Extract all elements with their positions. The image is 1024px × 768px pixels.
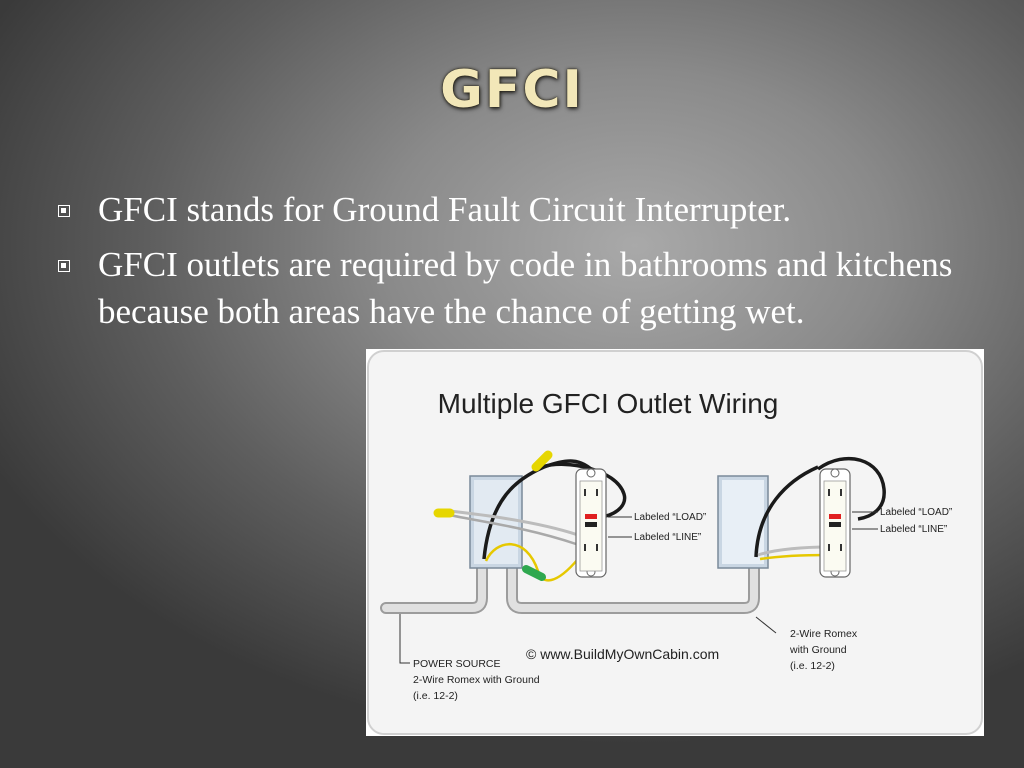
diagram-title: Multiple GFCI Outlet Wiring — [438, 388, 779, 419]
outlet-1-test-button — [585, 514, 597, 519]
diagram-panel — [367, 350, 983, 735]
green-wire-nut — [522, 565, 546, 581]
outlet-2-top-screw — [830, 468, 840, 478]
load-black-wire-1 — [541, 462, 627, 519]
copyright-text: © www.BuildMyOwnCabin.com — [526, 646, 719, 662]
bullet-marker-icon — [58, 205, 70, 217]
outlet-1-slot — [584, 544, 586, 551]
bullet-item: GFCI outlets are required by code in bat… — [52, 241, 982, 335]
romex-label-1: 2-Wire Romex — [790, 628, 858, 640]
label-line-1: Labeled “LINE” — [634, 532, 701, 543]
bullet-marker-icon — [58, 260, 70, 272]
leader-power-source — [399, 614, 410, 664]
white-wire-1a — [449, 509, 579, 537]
outlet-1-slot — [596, 489, 598, 496]
yellow-wire-nut-1 — [531, 450, 553, 472]
outlet-1-top-screw — [586, 468, 596, 478]
bullet-text: GFCI outlets are required by code in bat… — [98, 245, 953, 331]
outlet-1-slot — [584, 489, 586, 496]
romex-label-3: (i.e. 12-2) — [790, 660, 835, 672]
leader-romex — [755, 616, 777, 634]
load-black-wire-2 — [816, 456, 886, 521]
outlet-1-reset-button — [585, 522, 597, 527]
slide-title: GFCI — [440, 60, 584, 120]
label-line-2: Labeled “LINE” — [880, 524, 947, 535]
white-wire-1b — [449, 513, 577, 546]
outlet-2-reset-button — [829, 522, 841, 527]
power-cable-label: 2-Wire Romex with Ground — [413, 674, 540, 686]
outlet-2-test-button — [829, 514, 841, 519]
romex-label-2: with Ground — [789, 644, 847, 656]
conduit-power-highlight — [382, 560, 486, 612]
outlet-1-slot — [596, 544, 598, 551]
power-source-label: POWER SOURCE — [413, 658, 501, 670]
power-spec-label: (i.e. 12-2) — [413, 690, 458, 702]
bullet-list: GFCI stands for Ground Fault Circuit Int… — [52, 186, 982, 343]
label-load-1: Labeled “LOAD” — [634, 512, 706, 523]
outlet-2-slot — [828, 489, 830, 496]
bullet-item: GFCI stands for Ground Fault Circuit Int… — [52, 186, 982, 233]
black-wire-2 — [754, 465, 819, 558]
outlet-2-slot — [840, 489, 842, 496]
outlet-2-slot — [828, 544, 830, 551]
conduit-link-highlight — [508, 557, 758, 612]
outlet-2-slot — [840, 544, 842, 551]
label-load-2: Labeled “LOAD” — [880, 507, 952, 518]
bullet-text: GFCI stands for Ground Fault Circuit Int… — [98, 190, 792, 229]
wiring-diagram-image: Multiple GFCI Outlet Wiring — [366, 349, 984, 736]
